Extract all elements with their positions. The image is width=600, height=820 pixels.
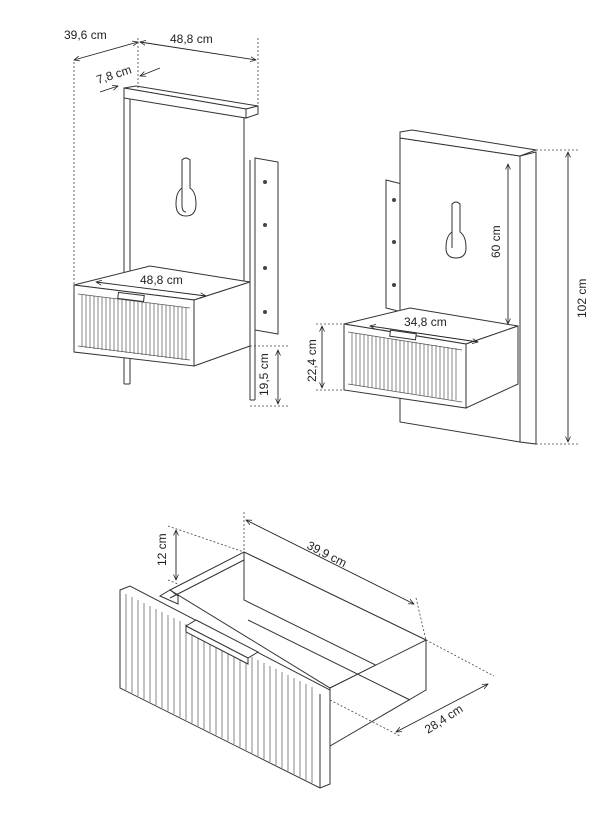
dim-rail-bottom: 19,5 cm: [250, 345, 290, 407]
drawer-view: 12 cm 39,9 cm 28,4 cm: [119, 512, 495, 789]
hook-icon: [445, 201, 467, 259]
label-board-height: 60 cm: [489, 225, 503, 258]
drawer-front: [119, 585, 331, 789]
screw-hole-icon: [392, 240, 396, 244]
label-drawer-length: 39,9 cm: [305, 538, 349, 570]
screw-hole-icon: [392, 283, 396, 287]
screw-hole-icon: [263, 180, 267, 184]
label-rail-bottom: 19,5 cm: [257, 353, 271, 396]
screw-hole-icon: [263, 266, 267, 270]
label-shelf-depth: 7,8 cm: [95, 62, 134, 86]
label-drawer-front-height: 12 cm: [155, 533, 169, 566]
front-view: 39,6 cm 48,8 cm 7,8 cm 48,8 cm 19,5 cm: [64, 28, 290, 407]
screw-hole-icon: [263, 310, 267, 314]
dim-board-height: 60 cm: [489, 164, 508, 324]
dim-side-drawer-height: 22,4 cm: [305, 323, 344, 391]
hook-icon: [175, 157, 197, 217]
top-shelf: [123, 85, 259, 119]
label-top-width: 48,8 cm: [170, 32, 213, 46]
dim-side-drawer-width: 34,8 cm: [370, 315, 478, 342]
screw-hole-icon: [263, 223, 267, 227]
dim-drawer-top-width: 48,8 cm: [96, 273, 206, 296]
screw-hole-icon: [392, 198, 396, 202]
dim-drawer-front-height: 12 cm: [155, 525, 245, 585]
label-side-drawer-width: 34,8 cm: [404, 315, 447, 329]
label-total-height: 102 cm: [575, 279, 589, 318]
fluted-front-icon: [125, 594, 313, 783]
dim-total-height: 102 cm: [536, 149, 589, 445]
label-side-drawer-height: 22,4 cm: [305, 339, 319, 382]
dim-total-width: 39,6 cm: [64, 28, 138, 285]
label-total-width: 39,6 cm: [64, 28, 107, 42]
wall-rail: [249, 157, 279, 400]
label-drawer-top-width: 48,8 cm: [140, 273, 183, 287]
dim-top-width: 48,8 cm: [137, 32, 259, 106]
side-view: 22,4 cm 34,8 cm 60 cm 102 cm: [305, 129, 589, 445]
